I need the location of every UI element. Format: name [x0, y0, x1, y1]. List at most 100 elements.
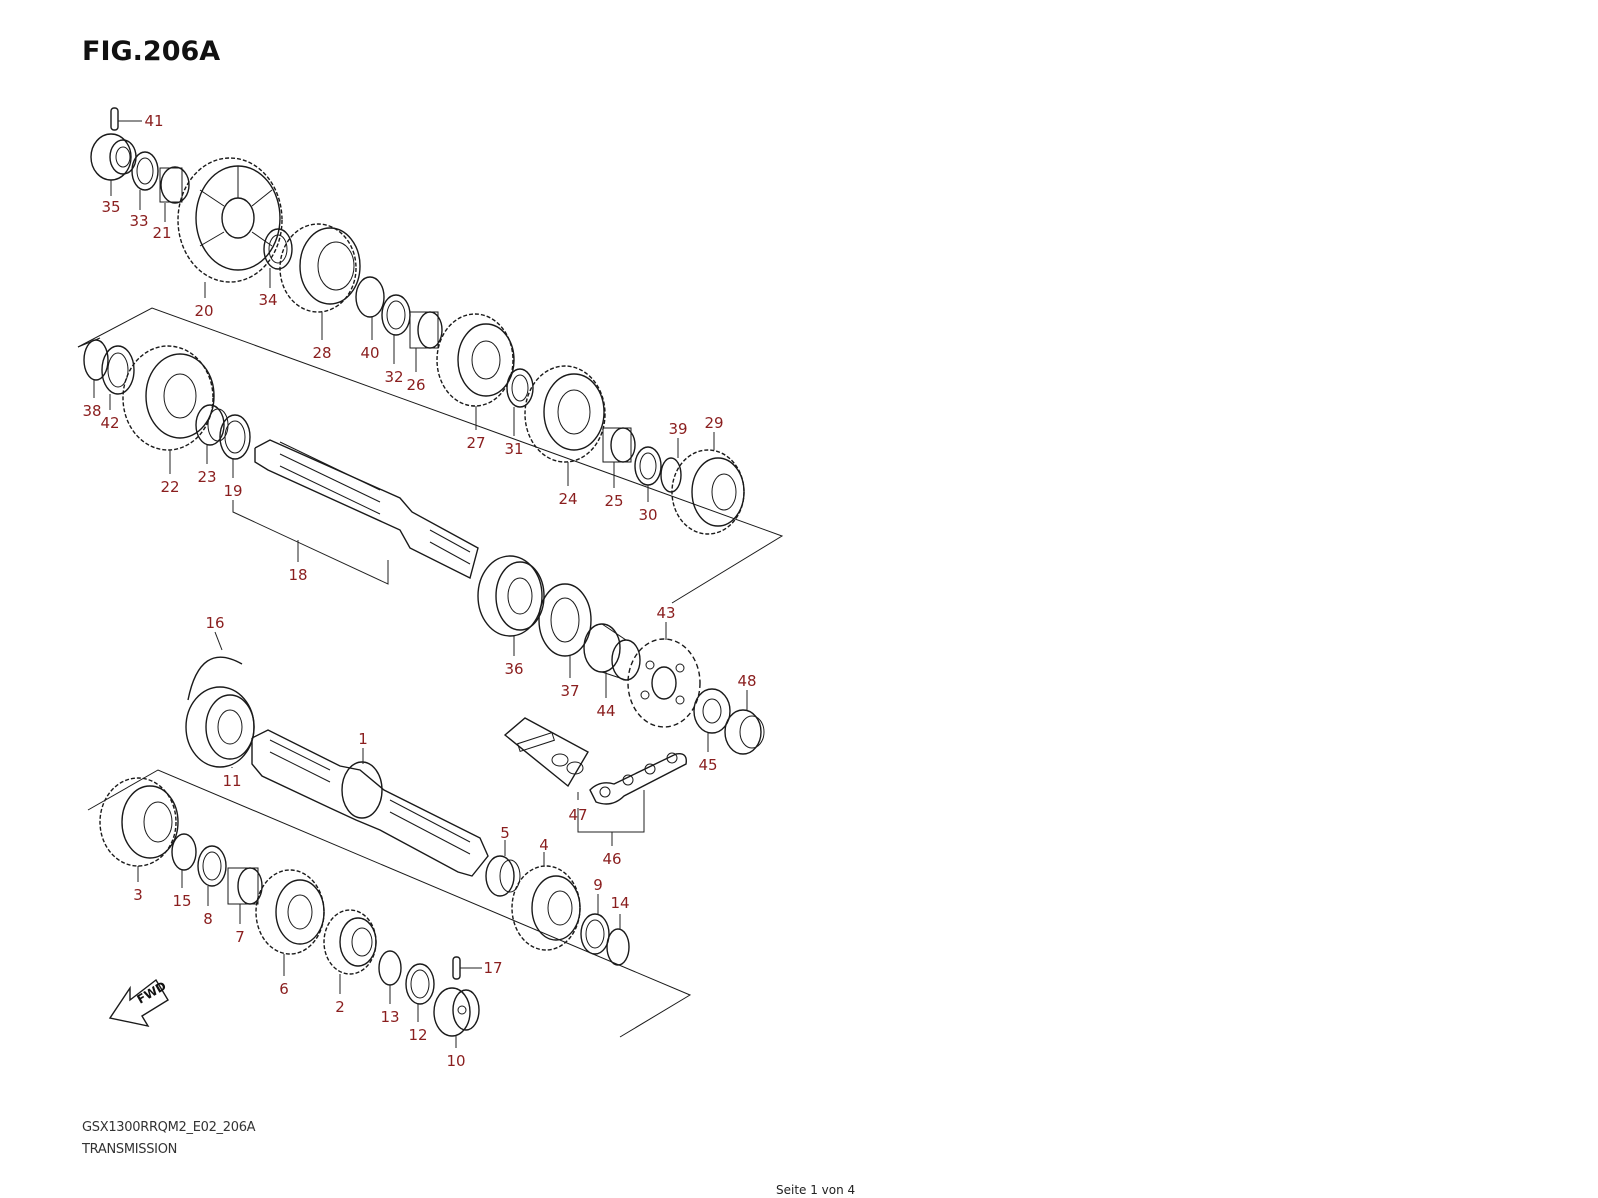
washer-45 [693, 688, 731, 734]
driveshaft-group-frame [87, 769, 692, 1038]
circlip-13 [378, 950, 402, 986]
washer-32 [381, 294, 411, 336]
part-number: 11 [222, 772, 241, 790]
page-indicator: Seite 1 von 4 [776, 1183, 856, 1197]
washer-34 [263, 228, 293, 270]
gear-6 [255, 869, 325, 955]
part-number: 8 [203, 910, 213, 928]
circlip-39 [660, 457, 682, 493]
part-number: 46 [602, 850, 621, 868]
part-number: 31 [504, 440, 523, 458]
collar-35 [90, 133, 137, 181]
part-number: 39 [668, 420, 687, 438]
part-number: 48 [737, 672, 756, 690]
gear-27 [436, 313, 515, 407]
part-number: 41 [144, 112, 163, 130]
washer-9 [580, 913, 610, 955]
part-number: 38 [82, 402, 101, 420]
part-number: 47 [568, 806, 587, 824]
part-number-labels: 41 35 33 21 20 34 28 40 32 26 38 42 22 2… [82, 112, 756, 1070]
bushing-5 [485, 855, 521, 897]
part-number: 14 [610, 894, 629, 912]
gear-22 [122, 345, 215, 451]
gear-29 [671, 449, 745, 535]
part-number: 40 [360, 344, 379, 362]
pin-41 [110, 107, 119, 131]
washer-8 [197, 845, 227, 887]
pin-17 [452, 956, 461, 980]
washer-12 [405, 963, 435, 1005]
bearing-21 [159, 166, 190, 204]
gear-3 [99, 777, 179, 867]
bearing-26 [409, 311, 443, 349]
part-number: 32 [384, 368, 403, 386]
part-number: 17 [483, 959, 502, 977]
part-number: 27 [466, 434, 485, 452]
part-number: 45 [698, 756, 717, 774]
chain-46 [589, 752, 687, 805]
gear-28 [279, 223, 361, 313]
part-number: 24 [558, 490, 577, 508]
circlip-14 [606, 928, 630, 966]
washer-42 [101, 345, 135, 395]
chain-joint-47 [503, 717, 589, 788]
figure-title: FIG.206A [82, 36, 221, 67]
countershaft-18 [254, 439, 479, 580]
part-number: 1 [358, 730, 368, 748]
part-number: 23 [197, 468, 216, 486]
part-number: 29 [704, 414, 723, 432]
washer-33 [131, 151, 159, 191]
fwd-arrow-icon: FWD [108, 979, 169, 1028]
part-number: 5 [500, 824, 510, 842]
part-number: 2 [335, 998, 345, 1016]
sprocket-43 [627, 638, 701, 728]
part-number: 12 [408, 1026, 427, 1044]
circlip-16 [187, 656, 243, 701]
bearing-36 [477, 555, 545, 637]
part-number: 42 [100, 414, 119, 432]
part-number: 7 [235, 928, 245, 946]
part-number: 21 [152, 224, 171, 242]
bearing-11 [185, 686, 255, 768]
gear-2 [323, 909, 377, 975]
part-number: 18 [288, 566, 307, 584]
part-number: 13 [380, 1008, 399, 1026]
part-number: 4 [539, 836, 549, 854]
circlip-15 [171, 833, 197, 871]
part-number: 22 [160, 478, 179, 496]
driveshaft-1 [251, 729, 489, 877]
part-number: 19 [223, 482, 242, 500]
gear-4 [511, 865, 581, 951]
part-number: 36 [504, 660, 523, 678]
washer-31 [506, 368, 534, 408]
washer-19 [219, 414, 251, 460]
part-number: 25 [604, 492, 623, 510]
washer-37 [538, 583, 592, 657]
part-number: 34 [258, 291, 277, 309]
part-number: 6 [279, 980, 289, 998]
part-number: 16 [205, 614, 224, 632]
part-number: 43 [656, 604, 675, 622]
part-number: 3 [133, 886, 143, 904]
part-number: 10 [446, 1052, 465, 1070]
model-code: GSX1300RRQM2_E02_206A [82, 1120, 256, 1135]
part-number: 44 [596, 702, 615, 720]
washer-30 [634, 446, 662, 486]
part-number: 30 [638, 506, 657, 524]
nut-48 [724, 709, 765, 755]
part-number: 9 [593, 876, 603, 894]
collar-44 [583, 623, 641, 681]
part-number: 33 [129, 212, 148, 230]
gear-24 [524, 365, 606, 463]
part-number: 26 [406, 376, 425, 394]
bearing-7 [227, 867, 263, 905]
part-number: 35 [101, 198, 120, 216]
circlip-40 [355, 276, 385, 318]
leader-lines [93, 120, 748, 1048]
part-number: 28 [312, 344, 331, 362]
bearing-25 [602, 427, 636, 463]
collar-10 [433, 987, 480, 1037]
part-number: 15 [172, 892, 191, 910]
part-number: 20 [194, 302, 213, 320]
